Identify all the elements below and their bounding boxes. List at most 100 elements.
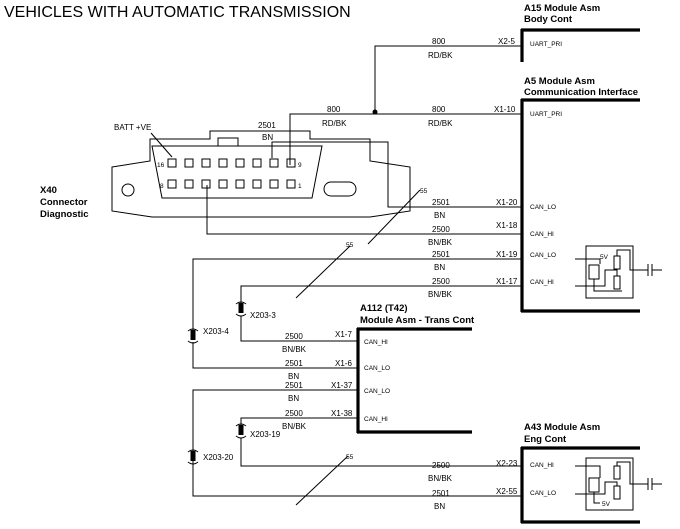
w12-circuit: 2500: [432, 461, 450, 470]
x203-4-label: X203-4: [203, 327, 229, 336]
a112-subname: Module Asm - Trans Cont: [360, 315, 475, 326]
w11-terminal: X1-38: [331, 409, 353, 418]
wire-2501-a112-37: [192, 389, 357, 451]
connector-pin: [201, 179, 211, 189]
w9-circuit: 2501: [285, 359, 303, 368]
w5-terminal: X1-18: [496, 221, 518, 230]
connector-pin: [286, 158, 296, 168]
w4-color: BN: [434, 211, 445, 220]
w12-terminal: X2-23: [496, 459, 518, 468]
a43-pin-can-hi: CAN_HI: [530, 462, 554, 469]
batt-leader: [150, 132, 173, 158]
mount-hole-left: [121, 183, 135, 197]
w0-terminal: X2-5: [498, 37, 515, 46]
a112-pin-can-lo-2: CAN_LO: [364, 388, 390, 395]
connector-pin: [218, 179, 228, 189]
wire-labels: 800 RD/BK X2-5 800 RD/BK 800 RD/BK X1-10…: [258, 37, 518, 511]
w7-terminal: X1-17: [496, 277, 518, 286]
w13-circuit: 2501: [432, 489, 450, 498]
w0-circuit: 800: [432, 37, 446, 46]
w8-color: BN/BK: [282, 345, 307, 354]
twist-mark-1: [367, 189, 421, 245]
pin-1-label: 1: [298, 183, 302, 190]
connector-pin: [184, 158, 194, 168]
w6-terminal: X1-19: [496, 250, 518, 259]
connector-pin: [201, 158, 211, 168]
a5-pin-uart: UART_PRI: [530, 111, 562, 118]
a15-subname: Body Cont: [524, 14, 573, 25]
w5-circuit: 2500: [432, 225, 450, 234]
a5-5v-label: 5V: [600, 254, 609, 261]
w8-terminal: X1-7: [335, 330, 352, 339]
twist-label-2: 55: [346, 242, 354, 249]
w13-color: BN: [434, 502, 445, 511]
w4-terminal: X1-20: [496, 198, 518, 207]
a43-termination-network: 5V: [575, 457, 662, 511]
w12-color: BN/BK: [428, 474, 453, 483]
w3-circuit: 2501: [258, 121, 276, 130]
w6-circuit: 2501: [432, 250, 450, 259]
connector-pin: [235, 158, 245, 168]
module-a15: A15 Module Asm Body Cont UART_PRI: [520, 3, 640, 62]
connector-pin: [252, 179, 262, 189]
connector-pins-top: [167, 158, 296, 168]
w0-color: RD/BK: [428, 51, 453, 60]
w7-circuit: 2500: [432, 277, 450, 286]
twist-mark-2: [295, 245, 351, 299]
w1-color: RD/BK: [322, 119, 347, 128]
a112-pin-can-lo-1: CAN_LO: [364, 365, 390, 372]
connector-pin: [167, 179, 177, 189]
w2-terminal: X1-10: [494, 105, 516, 114]
a15-pin-uart: UART_PRI: [530, 41, 562, 48]
x203-20-label: X203-20: [203, 453, 234, 462]
pin-8-label: 8: [160, 183, 164, 190]
pin-16-label: 16: [157, 162, 165, 169]
a5-resistor-1: [588, 264, 600, 280]
w7-color: BN/BK: [428, 290, 453, 299]
w4-circuit: 2501: [432, 198, 450, 207]
diagram-title: VEHICLES WITH AUTOMATIC TRANSMISSION: [4, 4, 351, 21]
wire-800-a5: [289, 113, 521, 165]
a5-resistor-3: [613, 275, 621, 290]
x40-name: X40: [40, 185, 57, 196]
a5-pin-can-lo-1: CAN_LO: [530, 204, 556, 211]
connector-latch: [217, 137, 239, 146]
connector-pin: [167, 158, 177, 168]
x40-type: Connector: [40, 197, 88, 208]
a15-name: A15 Module Asm: [524, 3, 600, 14]
wire-2501-a43: [192, 460, 521, 497]
w8-circuit: 2500: [285, 332, 303, 341]
splice-x203-3: X203-3: [235, 301, 276, 320]
w10-circuit: 2501: [285, 381, 303, 390]
splice-x203-19: X203-19: [235, 423, 281, 439]
w2-circuit: 800: [432, 105, 446, 114]
wire-2500-bus-a5: [240, 285, 521, 303]
splice-x203-4: X203-4: [187, 327, 229, 344]
pin-9-label: 9: [298, 162, 302, 169]
wire-800-a15: [374, 45, 521, 114]
splice-800: [372, 109, 378, 115]
connector-pin: [286, 179, 296, 189]
wire-2500-a112-38: [240, 417, 357, 425]
a5-name: A5 Module Asm: [524, 76, 595, 87]
wire-2500-a112-7: [240, 316, 357, 342]
a43-5v-label: 5V: [602, 501, 611, 508]
a43-resistor-2: [613, 465, 621, 480]
module-a112: A112 (T42) Module Asm - Trans Cont CAN_H…: [356, 303, 475, 434]
a112-pin-can-hi-2: CAN_HI: [364, 416, 388, 423]
wiring: 55 55 55 X203-3 X203-4 X203-19 X203-20: [187, 45, 521, 506]
module-a5: A5 Module Asm Communication Interface UA…: [520, 76, 640, 313]
mount-slot-right: [323, 181, 357, 197]
a5-network-box: [585, 245, 634, 299]
a43-name: A43 Module Asm: [524, 422, 600, 433]
w2-color: RD/BK: [428, 119, 453, 128]
a5-resistor-2: [613, 255, 621, 270]
connector-pin: [269, 179, 279, 189]
w5-color: BN/BK: [428, 238, 453, 247]
w6-color: BN: [434, 263, 445, 272]
w11-color: BN/BK: [282, 422, 307, 431]
wire-2501-bus-a5: [192, 258, 521, 336]
module-a43: A43 Module Asm Eng Cont CAN_HI CAN_LO: [520, 422, 640, 524]
w13-terminal: X2-55: [496, 487, 518, 496]
